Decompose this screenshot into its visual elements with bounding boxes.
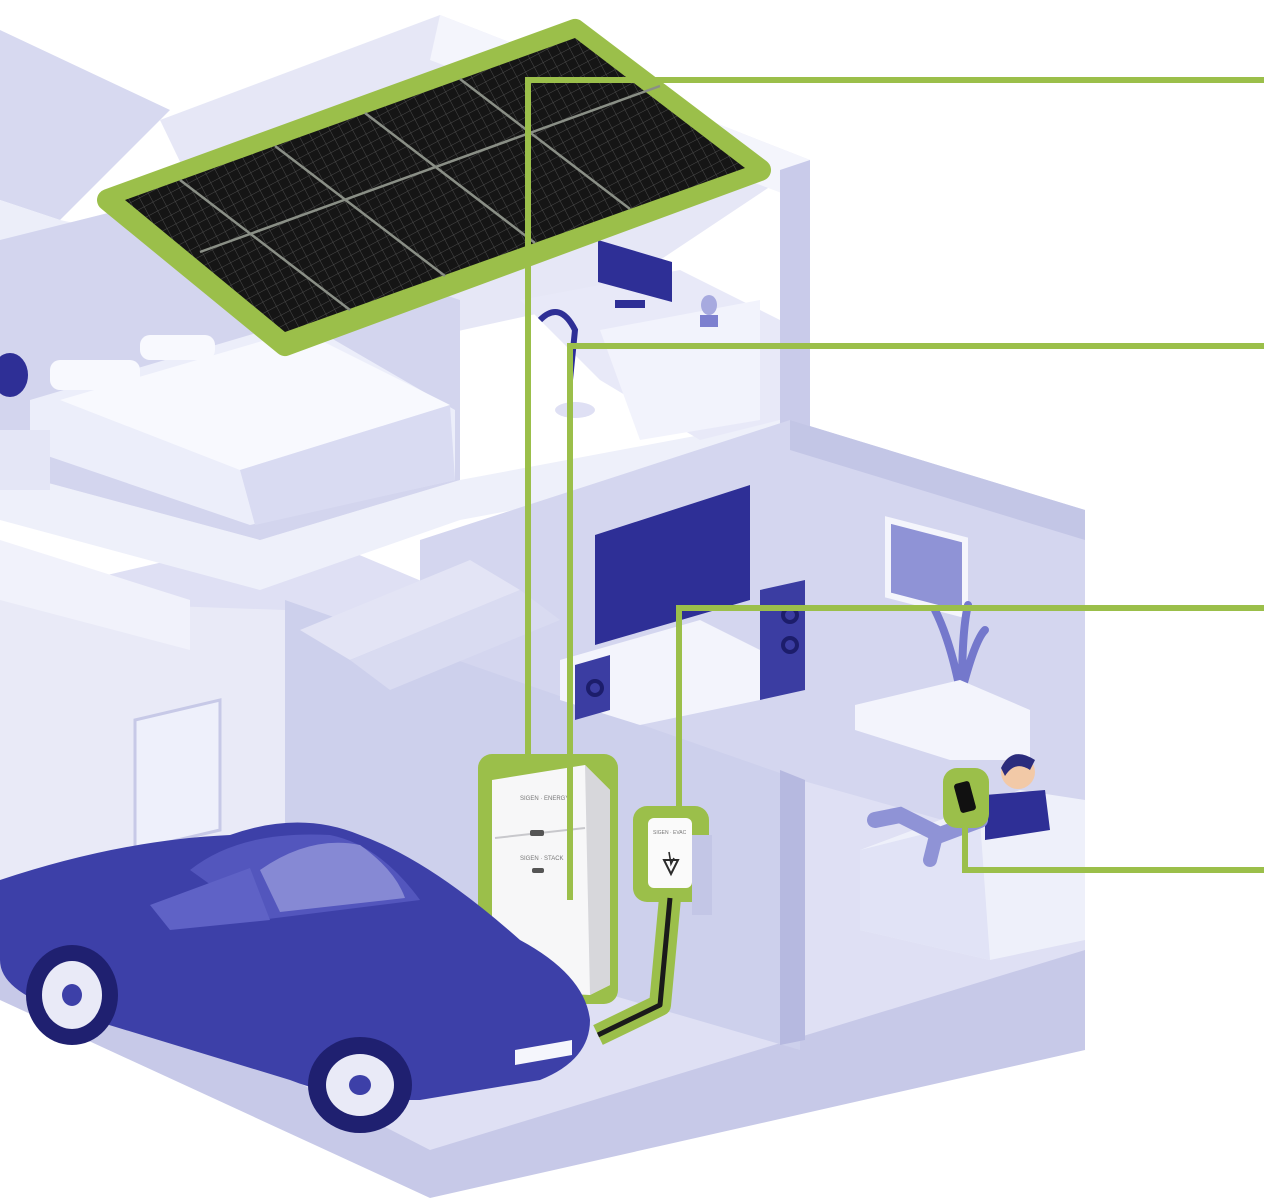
callout-line-solar [525,77,1264,760]
lightning-icon [662,851,680,877]
solar-panels [97,19,771,356]
callout-lines [525,77,1264,900]
ev-charger: SIGEN · EVAC [633,806,712,915]
callout-line-battery [567,343,1264,900]
smartphone-app [943,768,989,828]
battery-brand-top: SIGEN · ENERGY [520,796,569,802]
charging-cable [593,896,681,1045]
wheel-icon [26,945,118,1045]
electric-car [0,822,590,1133]
charger-brand: SIGEN · EVAC [653,830,687,836]
monitor-icon [598,240,672,308]
wheel-icon [308,1037,412,1133]
callout-line-app [962,815,1264,873]
callout-line-charger [676,605,1264,810]
speaker-icon [760,580,805,700]
bedroom [0,320,455,525]
study [520,240,780,440]
speaker-icon [575,655,610,720]
battery-brand-bottom: SIGEN · STACK [520,856,564,862]
lamp-icon [0,353,50,490]
phone-icon [954,781,976,813]
plant-icon [700,295,718,327]
